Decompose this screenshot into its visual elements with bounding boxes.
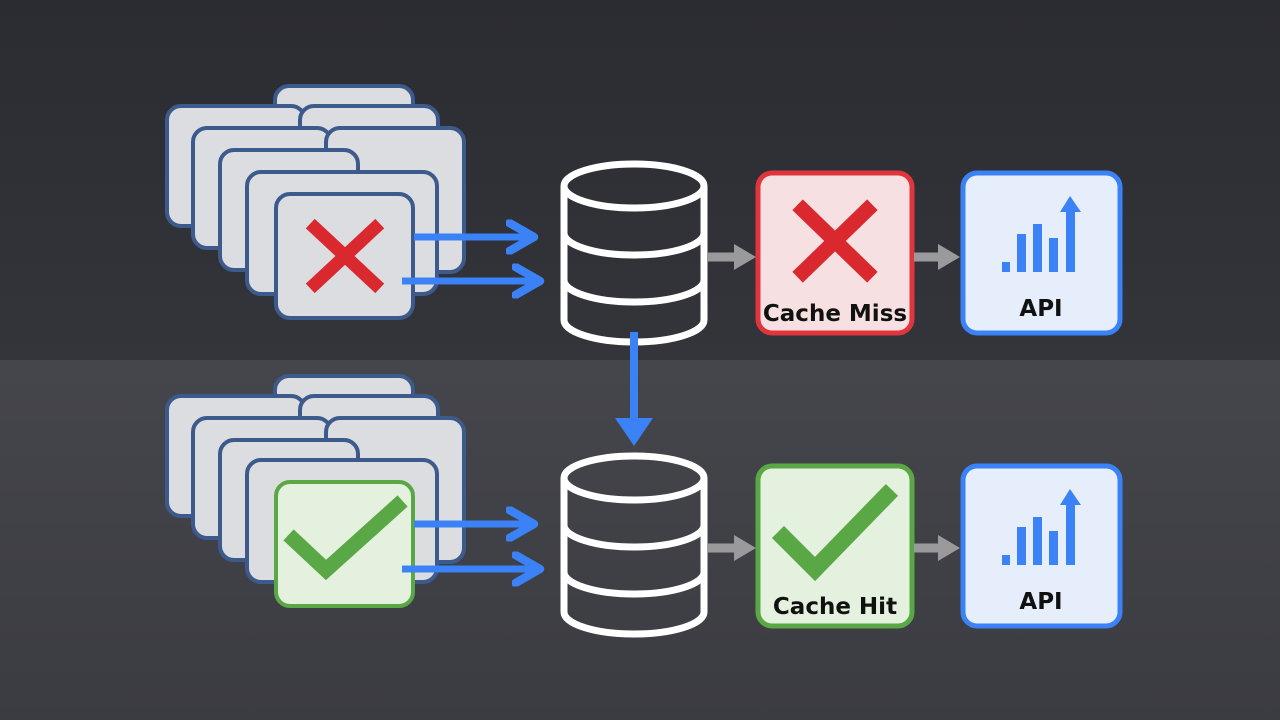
request-check-icon (283, 495, 408, 581)
cache-miss-box: Cache Miss (755, 170, 915, 336)
cache-hit-box: Cache Hit (755, 463, 915, 629)
database-icon (560, 452, 708, 638)
database-icon (560, 160, 708, 346)
pass-arrow (708, 244, 756, 270)
pass-arrow (708, 535, 756, 561)
down-arrow (615, 332, 653, 446)
api-box: API (960, 170, 1123, 336)
pass-arrow (914, 535, 960, 561)
api-box: API (960, 463, 1123, 629)
bar-chart-icon (1002, 196, 1081, 272)
check-icon (771, 483, 899, 582)
request-x-icon (305, 218, 385, 294)
cache-miss-label: Cache Miss (763, 301, 907, 327)
cache-hit-label: Cache Hit (773, 594, 897, 620)
row-hit: Cache Hit API (165, 374, 1123, 638)
request-stack-miss (165, 84, 466, 320)
row-miss: Cache Miss API (165, 84, 1123, 346)
pass-arrow (914, 244, 960, 270)
x-icon (792, 199, 878, 283)
api-label: API (1019, 296, 1062, 322)
api-label: API (1019, 589, 1062, 615)
bar-chart-icon (1002, 489, 1081, 565)
